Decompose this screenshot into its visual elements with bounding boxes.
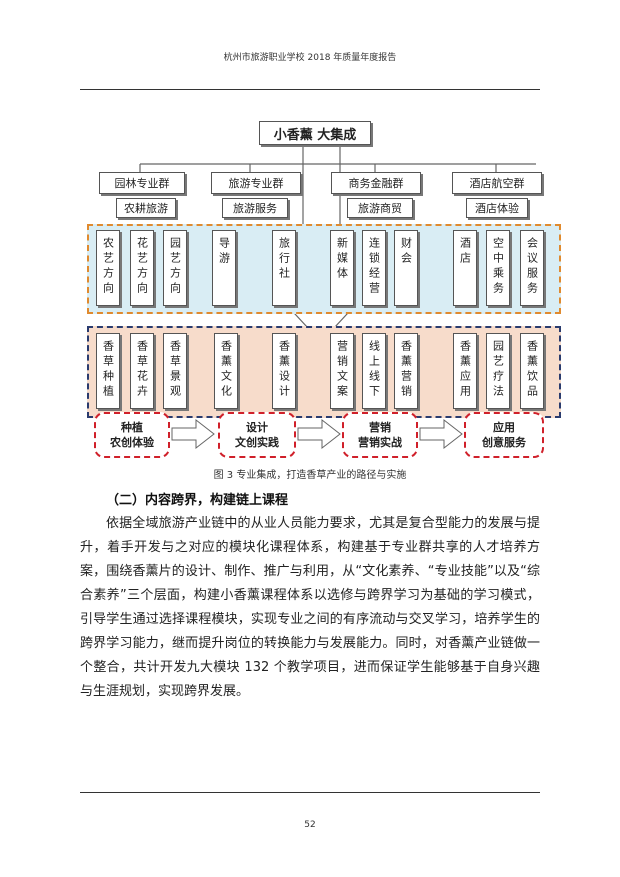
stage-arrow-2 [297,418,341,450]
major-box: 会议服务 [520,230,544,306]
stage-marketing: 营销 营销实战 [342,412,418,458]
stage-subtitle: 创意服务 [482,436,526,449]
module-box: 香薰设计 [272,333,296,409]
major-box: 新媒体 [330,230,354,306]
footer-rule [80,792,540,793]
module-box: 线上线下 [362,333,386,409]
module-box: 香薰饮品 [520,333,544,409]
group-name-tourism: 旅游专业群 [211,172,301,194]
group-sub-tourism: 旅游服务 [222,198,288,218]
major-box: 财会 [394,230,418,306]
major-box: 花艺方向 [130,230,154,306]
stage-application: 应用 创意服务 [464,412,544,458]
module-box: 香薰营销 [394,333,418,409]
group-sub-business: 旅游商贸 [347,198,413,218]
stage-arrow-3 [419,418,463,450]
group-name-hotel: 酒店航空群 [452,172,542,194]
header-rule [80,89,540,90]
major-box: 导游 [212,230,236,306]
stage-subtitle: 营销实战 [358,436,402,449]
major-box: 空中乘务 [486,230,510,306]
major-box: 园艺方向 [163,230,187,306]
module-box: 香草种植 [96,333,120,409]
integration-diagram: 小香薰 大集成 园林专业群 旅游专业群 商务金融群 酒店航空群 农耕旅游 旅游服… [87,121,561,458]
major-box: 酒店 [453,230,477,306]
body-paragraph: 依据全域旅游产业链中的从业人员能力要求，尤其是复合型能力的发展与提升，着手开发与… [80,516,540,699]
stage-title: 设计 [246,421,268,434]
page-number: 52 [304,820,316,830]
group-sub-garden: 农耕旅游 [116,198,176,218]
stage-title: 营销 [369,421,391,434]
page-header: 杭州市旅游职业学校 2018 年质量年度报告 [223,53,397,63]
figure-caption: 图 3 专业集成，打造香草产业的路径与实施 [213,470,407,481]
major-box: 连锁经营 [362,230,386,306]
section-heading: （二）内容跨界，构建链上课程 [106,493,289,508]
module-box: 香草景观 [163,333,187,409]
module-box: 园艺疗法 [486,333,510,409]
major-box: 农艺方向 [96,230,120,306]
stage-title: 种植 [121,421,143,434]
module-box: 香草花卉 [130,333,154,409]
group-name-garden: 园林专业群 [99,172,185,194]
stage-planting: 种植 农创体验 [94,412,170,458]
group-sub-hotel: 酒店体验 [466,198,528,218]
stage-design: 设计 文创实践 [218,412,296,458]
module-box: 营销文案 [330,333,354,409]
stage-arrow-1 [171,418,215,450]
module-box: 香薰应用 [453,333,477,409]
stage-title: 应用 [493,421,515,434]
stage-subtitle: 农创体验 [110,436,154,449]
major-box: 旅行社 [272,230,296,306]
stage-subtitle: 文创实践 [235,436,279,449]
group-name-business: 商务金融群 [331,172,421,194]
top-box: 小香薰 大集成 [259,121,371,145]
module-box: 香薰文化 [214,333,238,409]
